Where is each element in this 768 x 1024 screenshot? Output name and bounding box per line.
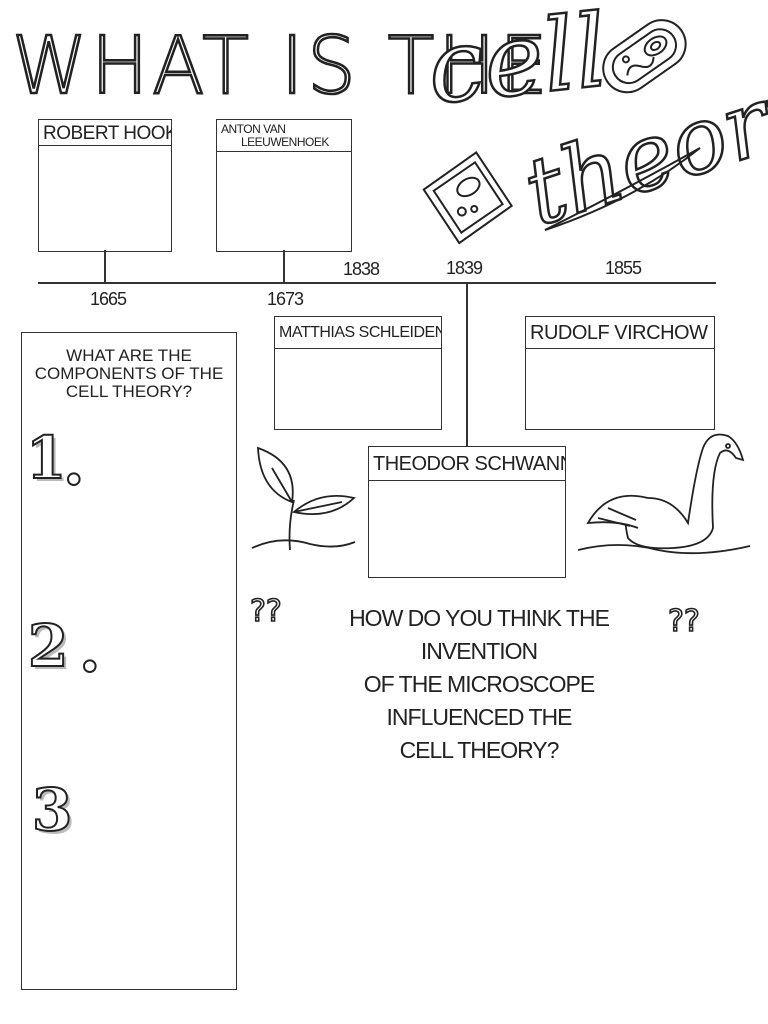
year-label: 1838 — [343, 259, 380, 279]
swan-icon — [578, 433, 751, 555]
components-heading: WHAT ARE THE COMPONENTS OF THE CELL THEO… — [22, 347, 236, 401]
timeline-tick — [283, 250, 285, 282]
card-title-line: LEEUWENHOEK — [241, 135, 329, 149]
card-title: THEODOR SCHWANN — [369, 447, 565, 481]
title-script-cell: cell — [421, 0, 614, 128]
card-robert-hooke: ROBERT HOOKE — [38, 119, 172, 252]
card-title-line: ANTON VAN — [221, 122, 286, 136]
component-number-1: 1 — [25, 423, 67, 493]
card-leeuwenhoek: ANTON VAN LEEUWENHOEK — [216, 119, 352, 252]
timeline-connector — [466, 282, 468, 446]
microscope-question: HOW DO YOU THINK THE INVENTION OF THE MI… — [294, 602, 664, 767]
question-line: CELL THEORY? — [399, 737, 560, 763]
swoosh-icon — [544, 147, 701, 231]
card-title: ANTON VAN LEEUWENHOEK — [217, 120, 351, 152]
year-label: 1839 — [446, 258, 483, 278]
components-heading-line: COMPONENTS OF THE — [34, 364, 224, 383]
card-matthias-schleiden: MATTHIAS SCHLEIDEN — [274, 316, 442, 430]
components-heading-line: WHAT ARE THE — [66, 346, 192, 365]
question-marks-icon: ?? — [249, 593, 282, 630]
question-marks-icon: ?? — [667, 603, 700, 640]
card-title: MATTHIAS SCHLEIDEN — [275, 317, 441, 349]
card-rudolf-virchow: RUDOLF VIRCHOW — [525, 316, 715, 430]
year-label: 1673 — [267, 289, 304, 309]
question-line: HOW DO YOU THINK THE INVENTION — [349, 605, 610, 664]
card-title: ROBERT HOOKE — [39, 120, 171, 146]
timeline — [38, 282, 716, 284]
question-line: OF THE MICROSCOPE INFLUENCED THE — [363, 671, 596, 730]
page-title: WHAT IS THE — [11, 18, 552, 113]
card-title: RUDOLF VIRCHOW — [526, 317, 714, 349]
year-label: 1665 — [90, 289, 127, 309]
card-theodor-schwann: THEODOR SCHWANN — [368, 446, 566, 578]
bacterium-icon — [602, 19, 687, 94]
seedling-icon — [251, 446, 356, 551]
components-panel: WHAT ARE THE COMPONENTS OF THE CELL THEO… — [21, 332, 237, 990]
year-label: 1855 — [605, 258, 642, 278]
number-dot: • — [77, 644, 103, 692]
number-dot: • — [61, 457, 87, 505]
component-number-2: 2 — [27, 611, 69, 681]
plant-cell-icon — [422, 151, 514, 245]
components-heading-line: CELL THEORY? — [65, 382, 193, 401]
timeline-tick — [104, 250, 106, 282]
component-number-3: 3 — [31, 775, 73, 845]
